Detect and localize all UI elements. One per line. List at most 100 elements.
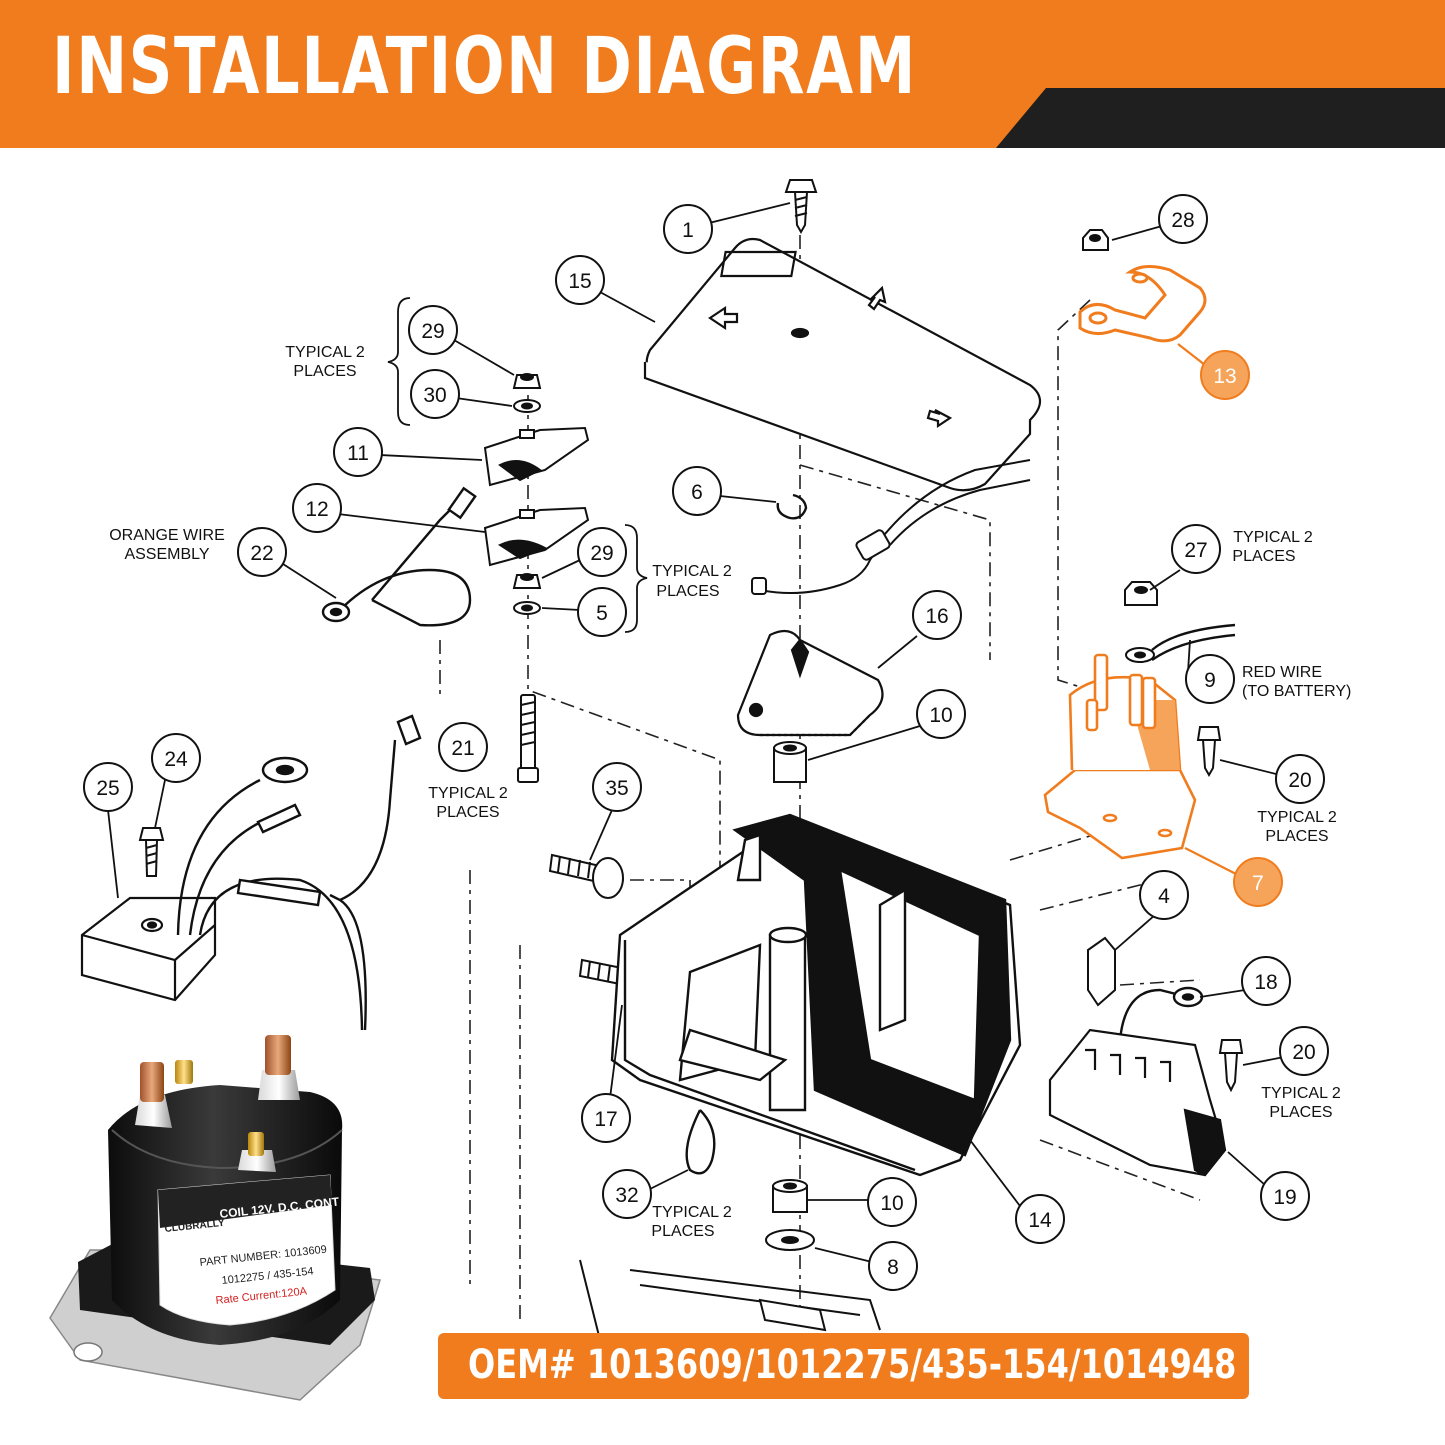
- wire-part-18: [1118, 986, 1204, 1041]
- callout-19: 19: [1260, 1171, 1310, 1221]
- note-orange-wire-assembly: ORANGE WIRE ASSEMBLY: [109, 527, 225, 563]
- clip-part-11: [483, 426, 590, 487]
- nut-part-27: [1124, 581, 1158, 663]
- screw-part-20-lower: [1218, 1039, 1244, 1093]
- note-typical-2-places-20-lower: TYPICAL 2 PLACES: [1261, 1085, 1341, 1121]
- note-line: PLACES: [1232, 548, 1295, 565]
- callout-label: 21: [451, 737, 474, 760]
- bolt-part-24: [138, 827, 165, 877]
- note-line: PLACES: [656, 583, 719, 600]
- note-line: PLACES: [651, 1223, 714, 1240]
- callout-15: 15: [555, 255, 605, 305]
- note-line: ORANGE WIRE: [109, 527, 225, 544]
- callout-30: 30: [410, 369, 460, 419]
- screw-part-20-upper: [1196, 726, 1222, 778]
- note-line: TYPICAL 2: [1233, 529, 1313, 546]
- callout-20-lower: 20: [1279, 1026, 1329, 1076]
- note-line: PLACES: [1265, 828, 1328, 845]
- callout-label: 27: [1184, 539, 1207, 562]
- note-typical-2-places-32: TYPICAL 2 PLACES: [651, 1204, 731, 1240]
- leader-lines: [107, 202, 1285, 1263]
- callout-label: 8: [887, 1256, 899, 1279]
- bolt-part-21: [517, 694, 539, 783]
- callout-21: 21: [438, 722, 488, 772]
- callout-1: 1: [663, 204, 713, 254]
- bracket-part-13: [1078, 265, 1207, 343]
- callout-9: 9: [1185, 654, 1235, 704]
- callout-14: 14: [1015, 1194, 1065, 1244]
- callout-label: 10: [880, 1192, 903, 1215]
- callout-17: 17: [581, 1093, 631, 1143]
- callout-7: 7: [1233, 857, 1283, 907]
- note-typical-2-places-29-5: TYPICAL 2 PLACES: [652, 563, 732, 600]
- spacer-part-10-upper: [773, 741, 807, 783]
- callout-label: 19: [1273, 1186, 1296, 1209]
- callout-label: 12: [305, 498, 328, 521]
- callout-18: 18: [1241, 956, 1291, 1006]
- grouping-braces: [387, 297, 648, 633]
- callout-35: 35: [592, 762, 642, 812]
- callout-27: 27: [1171, 524, 1221, 574]
- note-line: PLACES: [293, 363, 356, 380]
- controller-wires: [176, 714, 422, 1031]
- callout-13: 13: [1200, 350, 1250, 400]
- sensor-wire: [751, 459, 1031, 595]
- exploded-parts-diagram: 1 15 28 13 29 30 11 12 22 29 5 6 16 27 9…: [49, 179, 1351, 1401]
- clip-part-12: [483, 506, 590, 567]
- note-line: PLACES: [1269, 1104, 1332, 1121]
- note-line: TYPICAL 2: [1261, 1085, 1341, 1102]
- note-line: PLACES: [436, 804, 499, 821]
- note-typical-2-places-27: TYPICAL 2 PLACES: [1232, 529, 1312, 565]
- nut-washer-part-29-30: [512, 373, 542, 413]
- callout-label: 1: [682, 219, 694, 242]
- oem-number-text: OEM# 1013609/1012275/435-154/1014948: [468, 1342, 1237, 1388]
- note-red-wire: RED WIRE (TO BATTERY): [1242, 664, 1351, 700]
- callout-label: 4: [1158, 885, 1170, 908]
- callout-4: 4: [1139, 870, 1189, 920]
- callout-6: 6: [672, 466, 722, 516]
- gear-sector-part-16: [736, 629, 884, 737]
- callout-label: 28: [1171, 209, 1194, 232]
- note-typical-2-places-29-30: TYPICAL 2 PLACES: [285, 344, 365, 380]
- callout-12: 12: [292, 483, 342, 533]
- strap-part-32: [678, 1028, 788, 1175]
- washer-part-8: [765, 1229, 815, 1251]
- nut-part-28: [1082, 229, 1109, 251]
- callout-label: 20: [1288, 769, 1311, 792]
- callout-label: 11: [347, 442, 369, 465]
- callout-label: 25: [96, 777, 119, 800]
- housing-part-14: [610, 813, 1022, 1177]
- callout-label: 22: [250, 542, 273, 565]
- controller-part-25: [80, 896, 217, 1002]
- callout-label: 29: [421, 320, 444, 343]
- callout-label: 10: [929, 704, 952, 727]
- header-banner: INSTALLATION DIAGRAM: [0, 0, 1445, 148]
- callout-label: 32: [615, 1184, 638, 1207]
- header-background: [0, 0, 1445, 148]
- callout-label: 20: [1292, 1041, 1315, 1064]
- note-line: TYPICAL 2: [652, 563, 732, 580]
- callout-label: 6: [691, 481, 703, 504]
- callout-label: 17: [594, 1108, 617, 1131]
- note-line: RED WIRE: [1242, 664, 1322, 681]
- product-solenoid-photo: [49, 1035, 381, 1401]
- spacer-part-10-lower: [772, 1179, 808, 1213]
- callout-label: 9: [1204, 669, 1216, 692]
- note-typical-2-places-21: TYPICAL 2 PLACES: [428, 785, 508, 821]
- oem-number-banner: OEM# 1013609/1012275/435-154/1014948: [438, 1333, 1249, 1399]
- callout-label: 24: [164, 748, 188, 771]
- note-typical-2-places-20-upper: TYPICAL 2 PLACES: [1257, 809, 1337, 845]
- callout-28: 28: [1158, 194, 1208, 244]
- note-line: TYPICAL 2: [428, 785, 508, 802]
- note-line: (TO BATTERY): [1242, 683, 1351, 700]
- callout-label: 5: [596, 602, 608, 625]
- note-line: ASSEMBLY: [124, 546, 209, 563]
- callout-32: 32: [602, 1169, 652, 1219]
- callout-label: 35: [605, 777, 628, 800]
- callout-10-lower: 10: [867, 1177, 917, 1227]
- nut-washer-part-29-5: [512, 573, 542, 615]
- callout-label: 7: [1252, 872, 1264, 895]
- callout-25: 25: [83, 762, 133, 812]
- red-wire-part-9: [1151, 623, 1236, 661]
- fuse-block-part-19: [1048, 1028, 1227, 1177]
